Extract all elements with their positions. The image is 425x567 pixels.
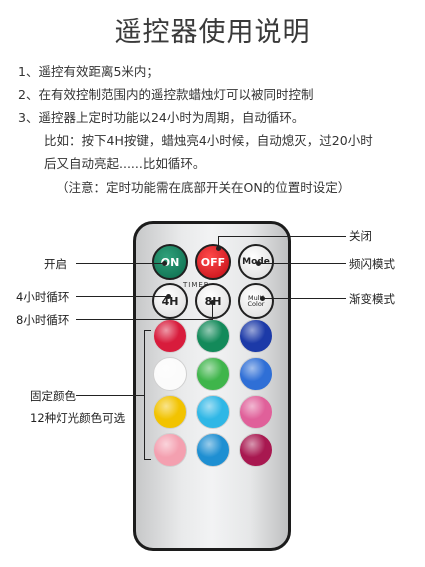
leader-dot-flash (256, 261, 261, 266)
color-button-light-pink[interactable] (153, 433, 187, 467)
leader-dot-off (216, 246, 221, 251)
leader-gradient (262, 298, 346, 299)
leader-8h-rise (212, 302, 213, 320)
color-button-sky-blue[interactable] (196, 433, 230, 467)
color-button-dark-blue[interactable] (239, 319, 273, 353)
leader-off-drop (218, 236, 219, 248)
leader-on (76, 263, 164, 264)
leader-8h (76, 319, 212, 320)
label-4h: 4小时循环 (16, 290, 70, 304)
instruction-note: （注意：定时功能需在底部开关在ON的位置时设定） (56, 180, 351, 195)
leader-flash (258, 263, 346, 264)
leader-dot-gradient (260, 296, 265, 301)
leader-dot-8h (210, 300, 215, 305)
color-button-white[interactable] (153, 357, 187, 391)
color-button-pink[interactable] (239, 395, 273, 429)
leader-fixed-color (76, 395, 144, 396)
color-button-red[interactable] (153, 319, 187, 353)
color-button-cyan[interactable] (196, 395, 230, 429)
timer-label: TIMER (183, 281, 210, 289)
leader-dot-4h (166, 294, 171, 299)
instruction-1: 1、遥控有效距离5米内； (18, 64, 159, 79)
color-button-green[interactable] (196, 357, 230, 391)
color-button-magenta[interactable] (239, 433, 273, 467)
instruction-example: 比如：按下4H按键，蜡烛亮4小时候，自动熄灭，过20小时 (44, 133, 373, 148)
label-off: 关闭 (349, 229, 372, 243)
page-title: 遥控器使用说明 (114, 17, 311, 48)
leader-4h (76, 296, 168, 297)
label-8h: 8小时循环 (16, 313, 70, 327)
instruction-example-cont: 后又自动亮起......比如循环。 (44, 156, 206, 171)
label-twelve-colors: 12种灯光颜色可选 (30, 411, 126, 425)
instruction-2: 2、在有效控制范围内的遥控款蜡烛灯可以被同时控制 (18, 87, 314, 102)
label-on: 开启 (44, 257, 67, 271)
label-fixed-color: 固定颜色 (30, 389, 76, 403)
color-button-yellow[interactable] (153, 395, 187, 429)
multi-color-button[interactable]: Multi Color (238, 283, 274, 319)
color-button-dark-green[interactable] (196, 319, 230, 353)
color-group-bracket (144, 330, 151, 460)
instruction-3: 3、遥控器上定时功能以24小时为周期，自动循环。 (18, 110, 305, 125)
leader-off (218, 236, 346, 237)
label-flash-mode: 频闪模式 (349, 257, 395, 271)
timer-4h-button[interactable]: 4H (152, 283, 188, 319)
color-button-blue[interactable] (239, 357, 273, 391)
leader-dot-on (162, 261, 167, 266)
label-gradient-mode: 渐变模式 (349, 292, 395, 306)
on-button[interactable]: ON (152, 244, 188, 280)
off-button[interactable]: OFF (195, 244, 231, 280)
